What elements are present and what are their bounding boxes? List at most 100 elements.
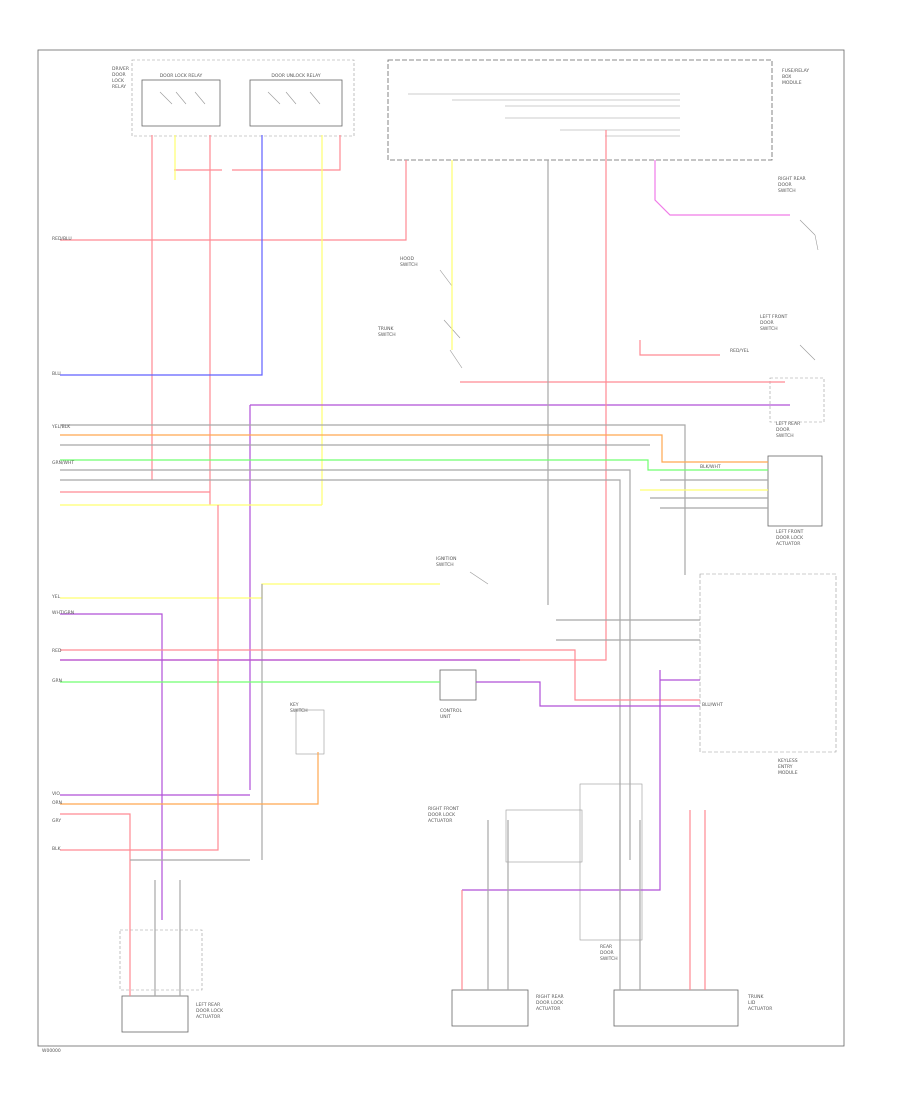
- wire-label-7: YEL: [51, 594, 61, 600]
- left-front-switch-symbol: [799, 344, 816, 361]
- relay-a-label: DOOR LOCK RELAY: [160, 73, 203, 79]
- right-front-motor-label-1: RIGHT FRONT: [428, 806, 459, 812]
- wire-gray-15: [60, 424, 686, 575]
- wire-yellow-22: [60, 489, 768, 506]
- relay-group-label-1: DRIVER: [112, 66, 129, 72]
- right-lower-box-label-2: DOOR: [600, 950, 614, 956]
- key-switch: KEY SWITCH: [290, 702, 325, 755]
- left-front-switch-label-2: DOOR: [760, 320, 774, 326]
- left-rear-switch-box: [769, 377, 825, 423]
- left-rear-switch-label-3: SWITCH: [776, 433, 794, 439]
- center-module: CONTROL UNIT: [439, 669, 477, 720]
- right-rear-switch-label-3: SWITCH: [778, 188, 796, 194]
- wire-red-1: [60, 160, 407, 241]
- left-front-motor-label-2: DOOR LOCK: [776, 535, 804, 541]
- wire-gray-23: [650, 479, 768, 509]
- wire-labels: RED/BLU BLU YEL/BLK GRN/WHT GRN RED YEL …: [51, 236, 750, 852]
- key-switch-label-1: KEY: [290, 702, 299, 708]
- wire-gray-38: [487, 820, 509, 990]
- right-front-motor-label-2: DOOR LOCK: [428, 812, 456, 818]
- lower-right-motor-label-2: LID: [748, 1000, 756, 1006]
- wire-yellow-7: [174, 135, 323, 505]
- lower-left-motor: LEFT REAR DOOR LOCK ACTUATOR: [119, 929, 224, 1033]
- center-module-box: [439, 669, 477, 701]
- lower-left-motor-box: [121, 995, 189, 1033]
- wire-violet-30: [476, 681, 700, 707]
- right-mid-module-box: [699, 573, 837, 753]
- wire-red-35: [60, 813, 131, 880]
- wire-gray-20: [60, 479, 621, 900]
- ignition-switch-symbol: [469, 571, 489, 585]
- right-rear-switch-symbol: [799, 219, 819, 251]
- wire-violet-11: [249, 404, 790, 790]
- wire-green-18: [60, 459, 768, 471]
- left-front-motor-label-3: ACTUATOR: [776, 541, 800, 547]
- relay-b-contacts: [267, 91, 321, 105]
- wire-gray-39: [619, 820, 641, 990]
- right-lower-box-label-3: SWITCH: [600, 956, 618, 962]
- right-lower-box-outline: [579, 783, 643, 941]
- hood-switch: HOOD SWITCH: [400, 256, 453, 287]
- ignition-switch-label-1: IGNITION: [436, 556, 457, 562]
- module-label-1: FUSE/RELAY: [782, 68, 809, 74]
- left-front-motor-label-1: LEFT FRONT: [776, 529, 804, 535]
- relay-b: DOOR UNLOCK RELAY: [249, 73, 343, 127]
- module-label-2: BOX: [782, 74, 791, 80]
- wire-gray-32: [556, 619, 700, 641]
- wire-red-40: [689, 810, 706, 990]
- right-mid-module: KEYLESS ENTRY MODULE: [699, 573, 837, 776]
- left-front-switch-label-1: LEFT FRONT: [760, 314, 788, 320]
- relay-group: DRIVER DOOR LOCK RELAY: [112, 59, 355, 137]
- wire-label-4: GRN/WHT: [52, 460, 74, 466]
- left-rear-switch-label-1: LEFT REAR: [776, 421, 800, 427]
- right-rear-switch-label-1: RIGHT REAR: [778, 176, 806, 182]
- relay-b-box: [249, 79, 343, 127]
- lower-left-motor-label-2: DOOR LOCK: [196, 1008, 224, 1014]
- ignition-switch: IGNITION SWITCH: [436, 556, 489, 585]
- right-rear-switch: RIGHT REAR DOOR SWITCH: [778, 176, 819, 251]
- module: FUSE/RELAY BOX MODULE: [387, 59, 809, 161]
- wire-label-8: WHT/GRN: [52, 610, 74, 616]
- right-lower-box: REAR DOOR SWITCH: [579, 783, 643, 962]
- relay-a-box: [141, 79, 221, 127]
- right-rear-switch-label-2: DOOR: [778, 182, 792, 188]
- wire-violet-26: [60, 613, 163, 920]
- lower-right-motor-label-3: ACTUATOR: [748, 1006, 772, 1012]
- hood-switch-symbol: [439, 269, 453, 287]
- right-mid-module-label-3: MODULE: [778, 770, 798, 776]
- wire-blue-8: [60, 135, 263, 376]
- right-lower-box-label-1: REAR: [600, 944, 612, 950]
- wire-red-27: [60, 649, 700, 701]
- relay-a-contacts: [159, 91, 206, 105]
- trunk-switch-label-2: SWITCH: [378, 332, 396, 338]
- wire-red-36: [60, 505, 219, 851]
- wire-label-14: RED/YEL: [730, 348, 750, 354]
- lower-mid-motor: RIGHT REAR DOOR LOCK ACTUATOR: [451, 989, 564, 1027]
- wire-red-14: [60, 130, 607, 661]
- lower-mid-motor-label-1: RIGHT REAR: [536, 994, 564, 1000]
- module-box: [387, 59, 773, 161]
- left-front-switch: LEFT FRONT DOOR SWITCH: [760, 314, 816, 361]
- lower-right-motor-box: [613, 989, 739, 1027]
- wire-label-5: GRN: [52, 678, 62, 684]
- left-front-switch-label-3: SWITCH: [760, 326, 778, 332]
- relay-a: DOOR LOCK RELAY: [141, 73, 221, 127]
- right-mid-module-label-2: ENTRY: [778, 764, 793, 770]
- lower-mid-motor-label-2: DOOR LOCK: [536, 1000, 564, 1006]
- wire-label-13: BLK/WHT: [700, 464, 721, 470]
- key-switch-label-2: SWITCH: [290, 708, 308, 714]
- relay-group-outline: [131, 59, 355, 137]
- left-rear-switch-label-2: DOOR: [776, 427, 790, 433]
- center-module-label-2: UNIT: [440, 714, 451, 720]
- right-front-motor-label-3: ACTUATOR: [428, 818, 452, 824]
- lower-right-motor: TRUNK LID ACTUATOR: [613, 989, 772, 1027]
- wire-label-6: RED: [52, 648, 62, 654]
- wire-gray-42: [154, 880, 181, 996]
- lower-mid-motor-label-3: ACTUATOR: [536, 1006, 560, 1012]
- wire-label-1: RED/BLU: [52, 236, 72, 242]
- footer-id: W00000: [42, 1048, 61, 1054]
- wire-red-12: [639, 340, 720, 356]
- ignition-switch-label-2: SWITCH: [436, 562, 454, 568]
- wire-label-15: BLU/WHT: [702, 702, 723, 708]
